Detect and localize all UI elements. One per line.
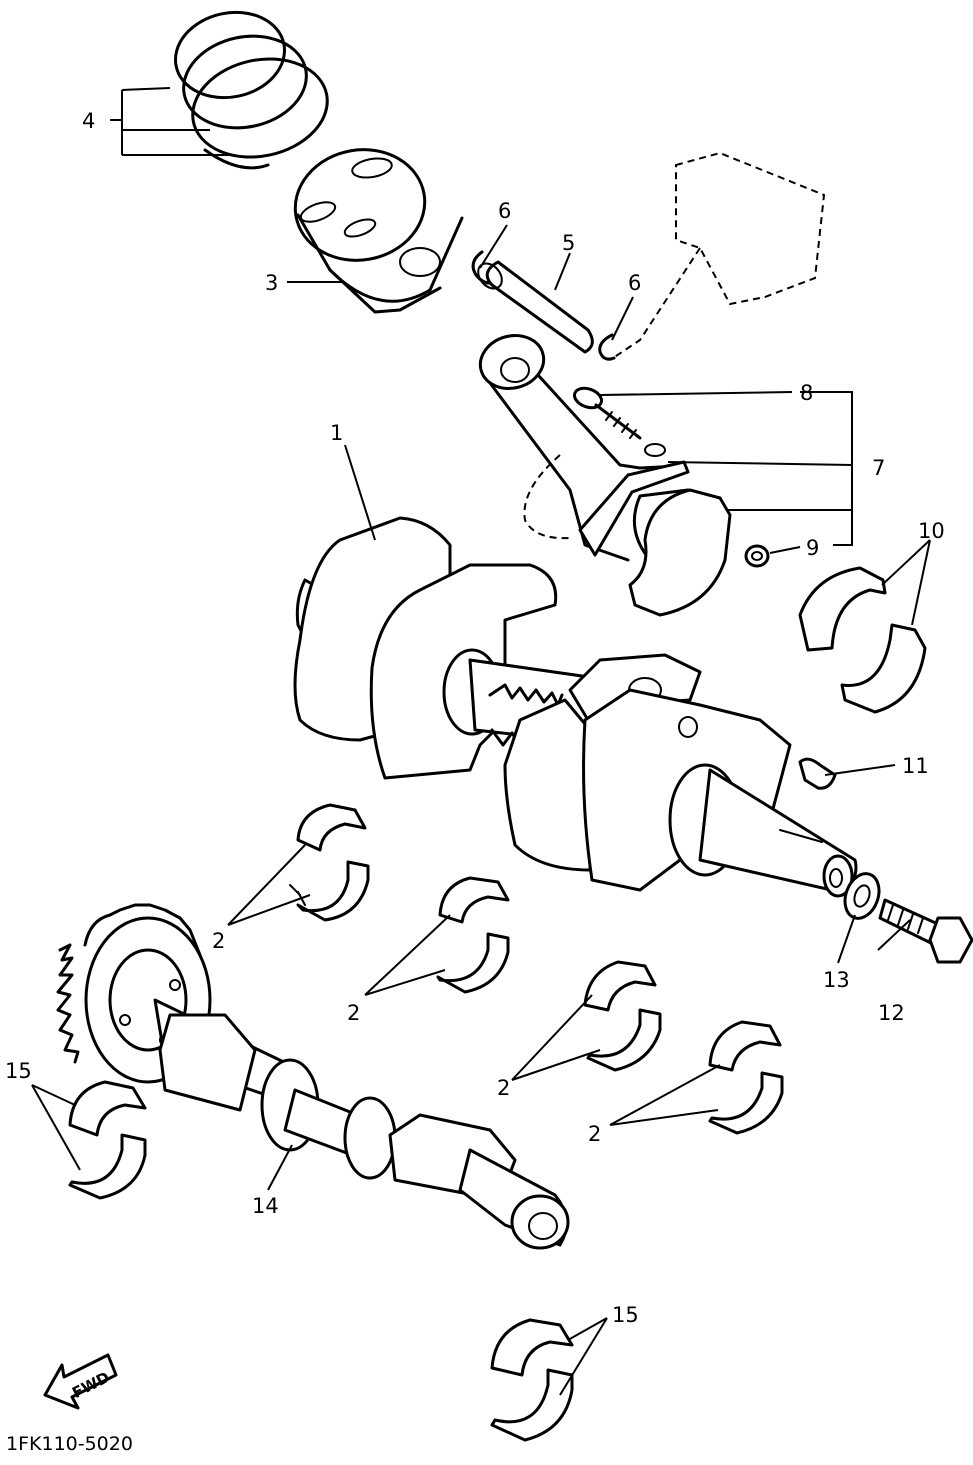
crank-bolt	[878, 898, 973, 964]
diagram-code: 1FK110-5020	[6, 1433, 133, 1455]
connecting-rod	[478, 151, 826, 577]
callout-6b: 6	[628, 271, 641, 295]
callout-2d: 2	[588, 1122, 601, 1146]
rod-bolt	[572, 386, 642, 440]
crankshaft	[293, 516, 858, 898]
callout-14: 14	[252, 1194, 279, 1218]
callout-2c: 2	[497, 1076, 510, 1100]
leader-lines	[31, 87, 931, 1396]
callout-5: 5	[562, 231, 575, 255]
callout-2a: 2	[212, 929, 225, 953]
main-bearing-set-4	[708, 1020, 784, 1135]
callout-15a: 15	[5, 1059, 32, 1083]
callout-15b: 15	[612, 1303, 639, 1327]
piston-pin-assembly	[471, 250, 616, 361]
rod-nut	[744, 544, 770, 568]
callout-8: 8	[800, 381, 813, 405]
circlip-right	[598, 333, 616, 361]
forward-arrow-icon: FWD	[43, 1353, 118, 1410]
callout-13: 13	[823, 968, 850, 992]
balancer-bearing-left	[68, 1080, 147, 1200]
main-bearing-set-2	[436, 876, 510, 994]
big-end-bearing	[798, 566, 927, 714]
balancer-shaft	[56, 903, 570, 1250]
piston	[293, 148, 464, 314]
callout-12: 12	[878, 1001, 905, 1025]
piston-rings	[173, 10, 329, 170]
callout-3: 3	[265, 271, 278, 295]
callout-1: 1	[330, 421, 343, 445]
callout-7: 7	[872, 456, 885, 480]
balancer-bearing-bottom	[490, 1318, 574, 1442]
callout-10: 10	[918, 519, 945, 543]
callout-4: 4	[82, 109, 95, 133]
callout-9: 9	[806, 536, 819, 560]
main-bearing-set-3	[583, 960, 662, 1072]
callout-numbers: 1 2 2 2 2 3 4 5 6 6 7 8 9 10 11 12 13 14…	[5, 109, 945, 1327]
rod-cap	[628, 488, 732, 617]
piston-pin	[485, 260, 594, 354]
woodruff-key	[798, 757, 837, 790]
callout-11: 11	[902, 754, 929, 778]
main-bearing-set-1	[289, 803, 370, 922]
callout-6a: 6	[498, 199, 511, 223]
callout-2b: 2	[347, 1001, 360, 1025]
